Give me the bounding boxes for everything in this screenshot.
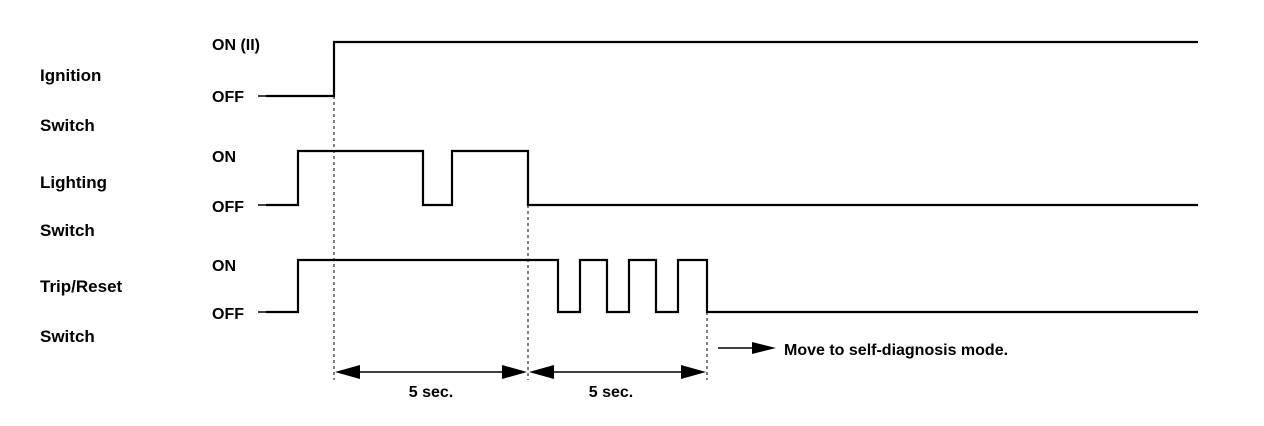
timing-reference-lines [333,96,708,380]
note-arrow-icon [752,342,776,354]
lighting-high-label: ON [212,149,236,166]
lighting-waveform [266,149,1198,207]
interval-1-right-arrowhead-icon [502,365,527,379]
lighting-low-label: OFF [212,199,244,216]
interval-2-label: 5 sec. [589,384,633,401]
trip-reset-name-line2: Switch [40,327,95,346]
trip-reset-low-label: OFF [212,306,244,323]
trip-reset-waveform [266,258,1198,314]
ignition-waveform [266,40,1198,98]
note-text: Move to self-diagnosis mode. [784,342,1008,359]
trip-reset-name-line1: Trip/Reset [40,277,123,296]
interval-2-right-arrowhead-icon [681,365,706,379]
lighting-switch-signal: Lighting Switch ON OFF [40,149,1198,240]
interval-1-label: 5 sec. [409,384,453,401]
interval-2-dimension: 5 sec. [529,365,706,401]
interval-1-dimension: 5 sec. [335,365,527,401]
ignition-switch-signal: Ignition Switch ON (II) OFF [40,37,1198,135]
lighting-name-line2: Switch [40,221,95,240]
ignition-name-line2: Switch [40,116,95,135]
ignition-high-label: ON (II) [212,37,260,54]
interval-2-left-arrowhead-icon [529,365,554,379]
trip-reset-switch-signal: Trip/Reset Switch ON OFF [40,258,1198,346]
trip-reset-high-label: ON [212,258,236,275]
lighting-name-line1: Lighting [40,173,107,192]
interval-1-left-arrowhead-icon [335,365,360,379]
ignition-name-line1: Ignition [40,66,101,85]
ignition-low-label: OFF [212,89,244,106]
self-diagnosis-note: Move to self-diagnosis mode. [718,342,1008,359]
